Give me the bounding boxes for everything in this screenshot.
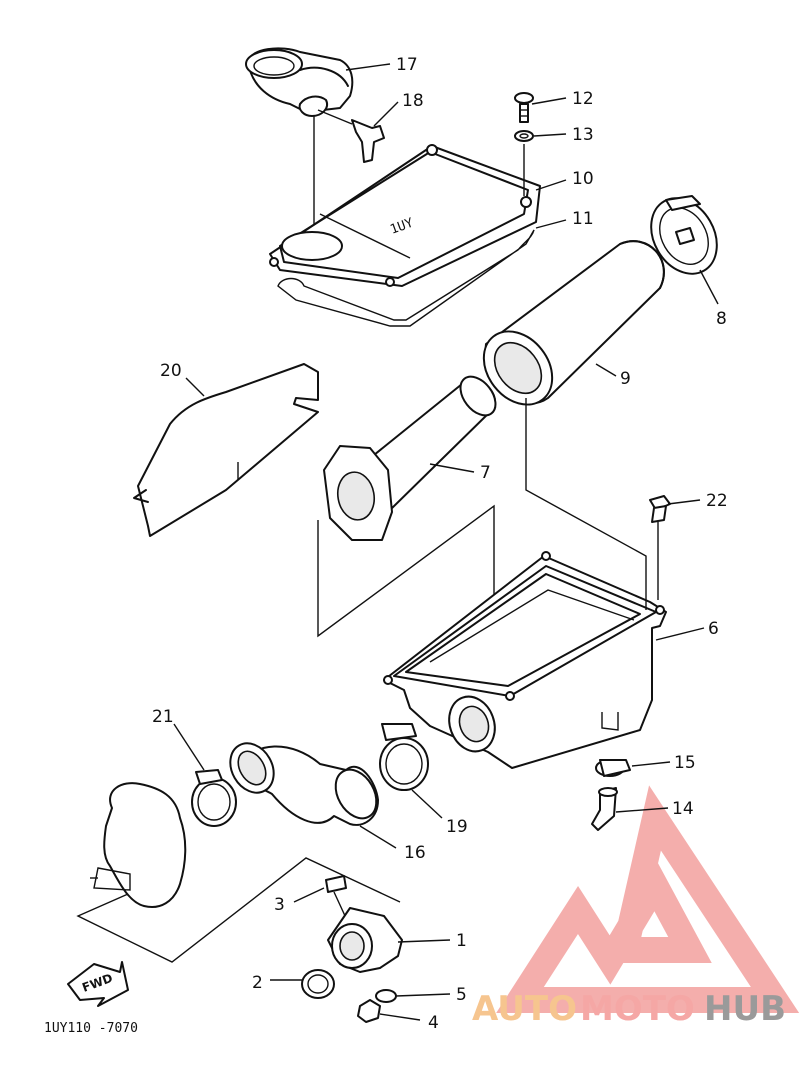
air-box-cover-part: 1UY — [269, 144, 541, 287]
air-joint-hose-part — [229, 742, 379, 826]
screw-part — [514, 92, 534, 123]
cover-gasket-part — [277, 229, 535, 327]
washer-part — [514, 130, 534, 142]
callout-4: 4 — [428, 1013, 439, 1033]
watermark-hub: HUB — [704, 989, 786, 1029]
hose-clamp-left-part — [191, 769, 237, 827]
forward-arrow-icon: FWD — [67, 961, 129, 1007]
callout-6: 6 — [708, 619, 719, 639]
o-ring-part — [301, 969, 335, 999]
leader-lines — [173, 63, 719, 1021]
callout-22: 22 — [706, 491, 728, 511]
bolt-part — [649, 495, 671, 600]
callout-10: 10 — [572, 169, 594, 189]
callout-19: 19 — [446, 817, 468, 837]
callout-18: 18 — [402, 91, 424, 111]
intake-manifold-part — [327, 907, 403, 973]
callout-21: 21 — [152, 707, 174, 727]
nut-part — [357, 999, 381, 1023]
intake-duct-part — [323, 375, 497, 541]
callout-9: 9 — [620, 369, 631, 389]
air-filter-element-part — [482, 240, 665, 406]
callout-11: 11 — [572, 209, 594, 229]
carburetor-outline — [90, 782, 187, 908]
hose-clamp-right-part — [379, 723, 429, 791]
intake-boot-part — [245, 47, 354, 117]
callout-numbers: 17 18 12 13 10 11 8 9 20 7 22 6 15 14 19… — [152, 55, 728, 1033]
watermark-moto: MOTO — [580, 989, 695, 1029]
callout-1: 1 — [456, 931, 467, 951]
callout-14: 14 — [672, 799, 694, 819]
diagram-code: 1UY110 -7070 — [44, 1021, 138, 1036]
callout-7: 7 — [480, 463, 491, 483]
callout-15: 15 — [674, 753, 696, 773]
callout-5: 5 — [456, 985, 467, 1005]
drain-plug-part — [591, 787, 618, 831]
hose-fitting-part — [317, 109, 385, 163]
callout-20: 20 — [160, 361, 182, 381]
callout-2: 2 — [252, 973, 263, 993]
callout-12: 12 — [572, 89, 594, 109]
callout-13: 13 — [572, 125, 594, 145]
callout-8: 8 — [716, 309, 727, 329]
lock-washer-part — [375, 989, 397, 1003]
callout-3: 3 — [274, 895, 285, 915]
watermark-wordmark: AUTO MOTO HUB — [472, 989, 786, 1029]
manifold-bolt-part — [325, 875, 347, 919]
callout-17: 17 — [396, 55, 418, 75]
clip-part — [595, 759, 631, 777]
air-box-case-part — [383, 551, 667, 769]
element-cap-part — [650, 195, 718, 275]
side-plate-part — [133, 363, 319, 537]
watermark-auto: AUTO — [472, 989, 577, 1029]
watermark-logo — [496, 785, 800, 1013]
callout-16: 16 — [404, 843, 426, 863]
